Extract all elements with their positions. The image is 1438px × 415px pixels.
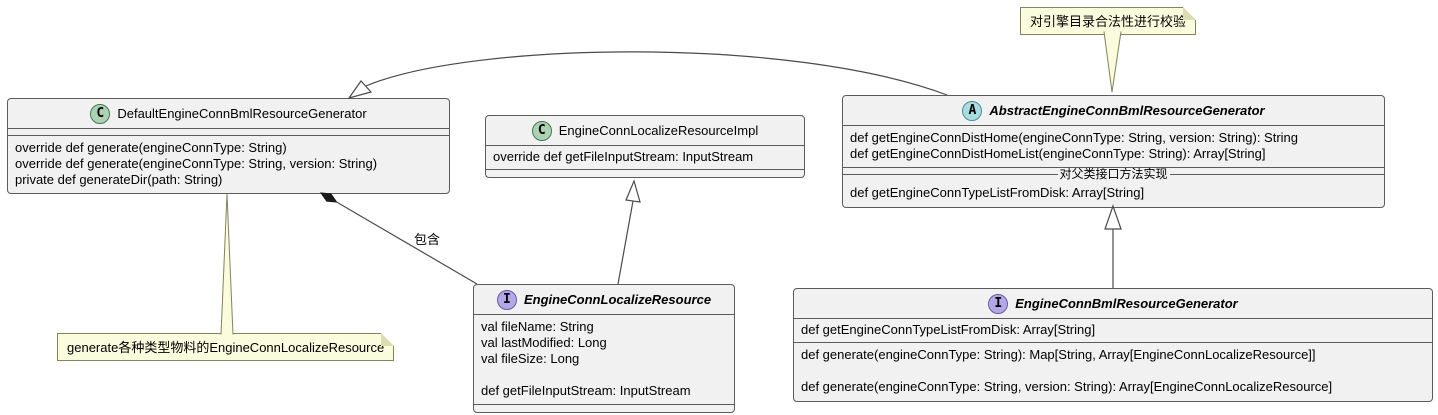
note-generate-localize-resource: generate各种类型物料的EngineConnLocalizeResourc…: [57, 333, 395, 361]
interface-box-engine-conn-localize-resource: I EngineConnLocalizeResource val fileNam…: [473, 284, 735, 413]
method-row: override def generate(engineConnType: St…: [15, 156, 378, 171]
note-tail-bottom: [220, 193, 234, 335]
divider-label: 对父类接口方法实现: [1059, 167, 1168, 181]
class-header: C DefaultEngineConnBmlResourceGenerator: [8, 99, 449, 129]
class-box-default-engine-conn-bml-resource-generator: C DefaultEngineConnBmlResourceGenerator …: [7, 98, 450, 194]
divider-line: [1169, 174, 1385, 175]
interface-badge-icon: I: [988, 293, 1009, 314]
methods-compartment-top: def getEngineConnDistHome(engineConnType…: [843, 126, 1384, 167]
note-text: generate各种类型物料的EngineConnLocalizeResourc…: [67, 340, 385, 355]
method-row: def getEngineConnTypeListFromDisk: Array…: [850, 185, 1145, 200]
blank-row: [474, 367, 734, 383]
class-header: I EngineConnLocalizeResource: [474, 285, 734, 315]
methods-compartment-bottom: def getEngineConnTypeListFromDisk: Array…: [843, 181, 1384, 207]
empty-methods-compartment: [486, 169, 804, 177]
note-engine-dir-validation: 对引擎目录合法性进行校验: [1020, 7, 1197, 35]
empty-compartment: [474, 404, 734, 412]
field-row: val lastModified: Long: [481, 335, 607, 350]
generalization-arrowhead-default: [347, 80, 373, 100]
class-header: A AbstractEngineConnBmlResourceGenerator: [843, 96, 1384, 126]
class-title: EngineConnLocalizeResourceImpl: [558, 123, 759, 138]
class-badge-icon: C: [531, 120, 552, 141]
generalization-arrowhead-impl: [625, 179, 641, 203]
class-title: EngineConnLocalizeResource: [523, 292, 712, 307]
empty-fields-compartment: [8, 129, 449, 136]
generalization-line-localize: [617, 200, 634, 285]
class-title: AbstractEngineConnBmlResourceGenerator: [989, 103, 1265, 118]
composition-diamond: [319, 192, 338, 203]
methods-compartment-bottom: def generate(engineConnType: String): Ma…: [794, 342, 1432, 401]
members-compartment: val fileName: String val lastModified: L…: [474, 315, 734, 404]
generalization-curve: [365, 51, 948, 96]
class-header: I EngineConnBmlResourceGenerator: [794, 289, 1432, 319]
abstract-badge-icon: A: [962, 100, 983, 121]
blank-row: [794, 363, 1432, 379]
method-row: override def getFileInputStream: InputSt…: [493, 149, 754, 164]
method-row: def generate(engineConnType: String, ver…: [801, 379, 1333, 394]
generalization-arrowhead-abstract: [1104, 204, 1122, 230]
class-box-abstract-engine-conn-bml-resource-generator: A AbstractEngineConnBmlResourceGenerator…: [842, 95, 1385, 208]
class-badge-icon: C: [90, 103, 111, 124]
method-row: def getFileInputStream: InputStream: [481, 383, 691, 398]
field-row: val fileName: String: [481, 319, 594, 334]
method-row: override def generate(engineConnType: St…: [15, 140, 287, 155]
composition-edge-label: 包含: [414, 232, 441, 247]
methods-compartment-top: def getEngineConnTypeListFromDisk: Array…: [794, 319, 1432, 342]
class-title: DefaultEngineConnBmlResourceGenerator: [117, 106, 367, 121]
method-row: private def generateDir(path: String): [15, 172, 223, 187]
class-title: EngineConnBmlResourceGenerator: [1015, 296, 1238, 311]
method-row: def getEngineConnDistHomeList(engineConn…: [850, 146, 1266, 161]
class-header: C EngineConnLocalizeResourceImpl: [486, 116, 804, 146]
divider-line: [843, 174, 1058, 175]
note-text: 对引擎目录合法性进行校验: [1030, 14, 1187, 29]
method-row: def getEngineConnDistHome(engineConnType…: [850, 130, 1299, 145]
method-row: def generate(engineConnType: String): Ma…: [801, 347, 1316, 362]
field-row: val fileSize: Long: [481, 351, 580, 366]
interface-box-engine-conn-bml-resource-generator: I EngineConnBmlResourceGenerator def get…: [793, 288, 1433, 402]
interface-badge-icon: I: [496, 289, 517, 310]
class-box-engine-conn-localize-resource-impl: C EngineConnLocalizeResourceImpl overrid…: [485, 115, 805, 178]
methods-compartment: override def getFileInputStream: InputSt…: [486, 146, 804, 169]
methods-compartment: override def generate(engineConnType: St…: [8, 136, 449, 193]
composition-line: [336, 201, 478, 285]
section-divider: 对父类接口方法实现: [843, 167, 1385, 181]
note-tail-top: [1103, 31, 1122, 93]
method-row: def getEngineConnTypeListFromDisk: Array…: [801, 322, 1096, 337]
